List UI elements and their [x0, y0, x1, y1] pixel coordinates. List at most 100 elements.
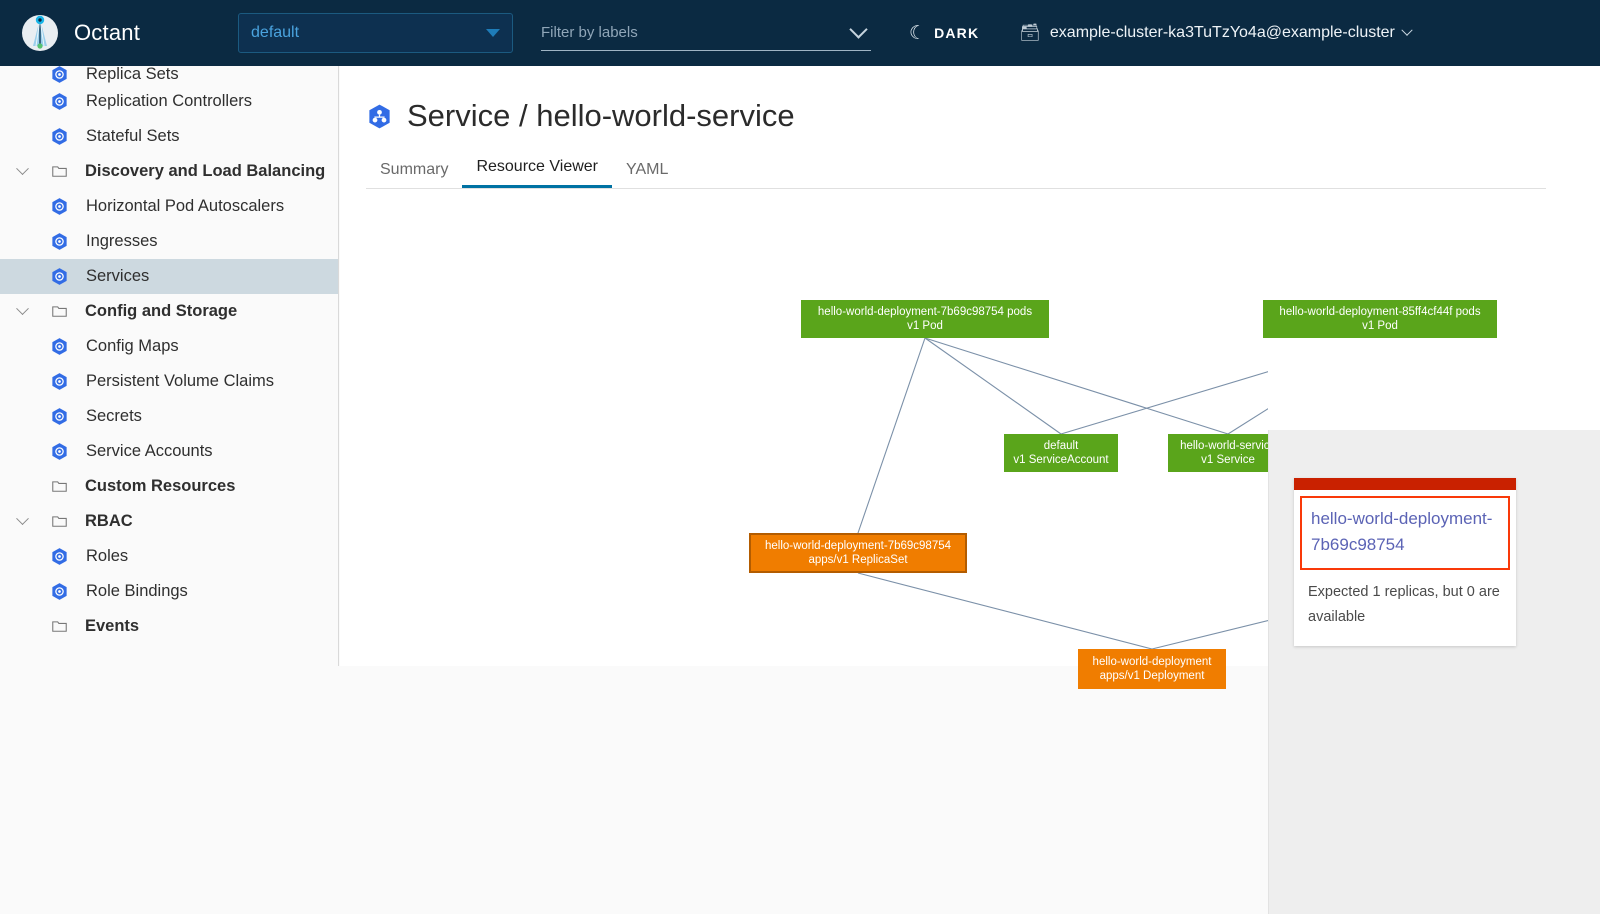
- sidebar-item-persistent-volume-claims[interactable]: Persistent Volume Claims: [0, 364, 338, 399]
- node-name: hello-world-deployment-85ff4cf44f pods: [1279, 306, 1481, 318]
- namespace-value: default: [251, 24, 300, 41]
- tab-yaml[interactable]: YAML: [626, 161, 669, 178]
- node-kind: v1 Pod: [1362, 320, 1398, 332]
- graph-node-pod-7b69[interactable]: hello-world-deployment-7b69c98754 pods v1…: [801, 300, 1049, 338]
- graph-canvas[interactable]: hello-world-deployment-7b69c98754 pods v1…: [340, 248, 1560, 732]
- moon-icon: ☾: [909, 22, 927, 44]
- k8s-pvc-icon: [51, 373, 67, 390]
- folder-icon-slot: [44, 478, 74, 495]
- page-title-row: Service / hello-world-service: [366, 98, 1600, 134]
- detail-message: Expected 1 replicas, but 0 are available: [1308, 584, 1500, 625]
- graph-edge: [1060, 371, 1268, 435]
- folder-icon: [51, 516, 67, 527]
- chevron-down-icon[interactable]: [849, 20, 868, 39]
- dark-mode-toggle[interactable]: ☾ DARK: [909, 22, 979, 45]
- sidebar-item-label: Secrets: [86, 407, 142, 425]
- card-title-highlight: hello-world-deployment-7b69c98754: [1300, 496, 1510, 570]
- folder-icon-slot: [44, 513, 74, 530]
- node-name: hello-world-deployment: [1092, 656, 1212, 668]
- detail-card: hello-world-deployment-7b69c98754 Expect…: [1294, 478, 1516, 646]
- label-filter-placeholder: Filter by labels: [541, 24, 638, 41]
- cluster-selector[interactable]: 🗃 example-cluster-ka3TuTzYo4a@example-cl…: [1019, 23, 1413, 43]
- node-name: hello-world-deployment-7b69c98754 pods: [817, 306, 1033, 318]
- graph-edge: [857, 572, 1153, 650]
- graph-edge: [924, 337, 1229, 435]
- k8s-secret-icon: [51, 408, 67, 425]
- k8s-rolebinding-icon: [51, 583, 67, 600]
- folder-icon: [51, 166, 67, 177]
- sidebar-item-config-maps[interactable]: Config Maps: [0, 329, 338, 364]
- k8s-serviceaccount-icon: [51, 443, 67, 460]
- chevron-down-icon[interactable]: [0, 512, 44, 526]
- k8s-configmap-icon: [51, 338, 67, 355]
- main-content: Service / hello-world-service Summary Res…: [340, 66, 1600, 914]
- sidebar-item-roles[interactable]: Roles: [0, 539, 338, 574]
- sidebar-item-events[interactable]: Events: [0, 609, 338, 644]
- k8s-statefulset-icon: [51, 128, 67, 145]
- sidebar-item-stateful-sets[interactable]: Stateful Sets: [0, 119, 338, 154]
- sidebar-item-label: Config Maps: [86, 337, 179, 355]
- chevron-down-icon[interactable]: [0, 302, 44, 316]
- folder-icon-slot: [44, 303, 74, 320]
- sidebar-item-custom-resources[interactable]: Custom Resources: [0, 469, 338, 504]
- node-name: hello-world-service: [1180, 440, 1276, 452]
- page-title: Service / hello-world-service: [407, 98, 795, 133]
- label-filter-input[interactable]: Filter by labels: [541, 15, 872, 51]
- sidebar-item-label: Roles: [86, 547, 129, 565]
- k8s-rolebinding-icon-slot: [44, 582, 74, 601]
- folder-icon-slot: [44, 163, 74, 180]
- graph-edge: [924, 337, 1062, 435]
- k8s-replicaset-icon: [51, 66, 67, 83]
- sidebar-item-replication-controllers[interactable]: Replication Controllers: [0, 84, 338, 119]
- sidebar-item-replica-sets[interactable]: Replica Sets: [0, 66, 338, 84]
- sidebar-item-secrets[interactable]: Secrets: [0, 399, 338, 434]
- k8s-hpa-icon: [51, 198, 67, 215]
- sidebar-item-services[interactable]: Services: [0, 259, 338, 294]
- sidebar-item-discovery-and-load-balancing[interactable]: Discovery and Load Balancing: [0, 154, 338, 189]
- detail-title-link[interactable]: hello-world-deployment-7b69c98754: [1311, 509, 1493, 554]
- k8s-replicationcontroller-icon-slot: [44, 92, 74, 111]
- k8s-hpa-icon-slot: [44, 197, 74, 216]
- cluster-icon: 🗃: [1019, 23, 1041, 42]
- sidebar-item-config-and-storage[interactable]: Config and Storage: [0, 294, 338, 329]
- sidebar-item-role-bindings[interactable]: Role Bindings: [0, 574, 338, 609]
- sidebar-item-label: Events: [85, 617, 140, 635]
- graph-edge: [1151, 620, 1268, 650]
- sidebar-item-label: Discovery and Load Balancing: [85, 162, 326, 180]
- folder-icon-slot: [44, 618, 74, 635]
- node-kind: apps/v1 ReplicaSet: [808, 554, 908, 566]
- brand-name: Octant: [74, 20, 141, 45]
- folder-icon: [51, 306, 67, 317]
- sidebar-item-horizontal-pod-autoscalers[interactable]: Horizontal Pod Autoscalers: [0, 189, 338, 224]
- k8s-ingress-icon: [51, 233, 67, 250]
- sidebar-item-label: Role Bindings: [86, 582, 188, 600]
- tab-summary[interactable]: Summary: [380, 161, 449, 178]
- k8s-service-icon: [51, 268, 67, 285]
- sidebar-item-label: Stateful Sets: [86, 127, 180, 145]
- graph-node-pod-85ff[interactable]: hello-world-deployment-85ff4cf44f pods v1…: [1263, 300, 1497, 338]
- namespace-select[interactable]: default: [238, 13, 514, 53]
- sidebar-item-label: Service Accounts: [86, 442, 213, 460]
- node-name: hello-world-deployment-7b69c98754: [764, 540, 952, 552]
- graph-node-replicaset-7b69[interactable]: hello-world-deployment-7b69c98754 apps/v1…: [749, 533, 967, 573]
- detail-panel: hello-world-deployment-7b69c98754 Expect…: [1268, 430, 1600, 914]
- sidebar-item-rbac[interactable]: RBAC: [0, 504, 338, 539]
- app-header: Octant default Filter by labels ☾ DARK 🗃…: [0, 0, 1600, 66]
- sidebar-item-ingresses[interactable]: Ingresses: [0, 224, 338, 259]
- dark-mode-label: DARK: [934, 25, 980, 41]
- resource-viewer-graph: hello-world-deployment-7b69c98754 pods v1…: [340, 248, 1600, 914]
- sidebar-item-label: Replication Controllers: [86, 92, 252, 110]
- k8s-service-icon-slot: [44, 267, 74, 286]
- k8s-secret-icon-slot: [44, 407, 74, 426]
- tab-bar[interactable]: Summary Resource Viewer YAML: [366, 156, 1546, 189]
- sidebar-item-service-accounts[interactable]: Service Accounts: [0, 434, 338, 469]
- sidebar-item-label: Horizontal Pod Autoscalers: [86, 197, 285, 215]
- node-kind: v1 Pod: [907, 320, 943, 332]
- folder-icon: [51, 621, 67, 632]
- chevron-down-icon[interactable]: [0, 162, 44, 176]
- chevron-down-icon: [1401, 24, 1413, 36]
- tab-resource-viewer[interactable]: Resource Viewer: [462, 158, 612, 188]
